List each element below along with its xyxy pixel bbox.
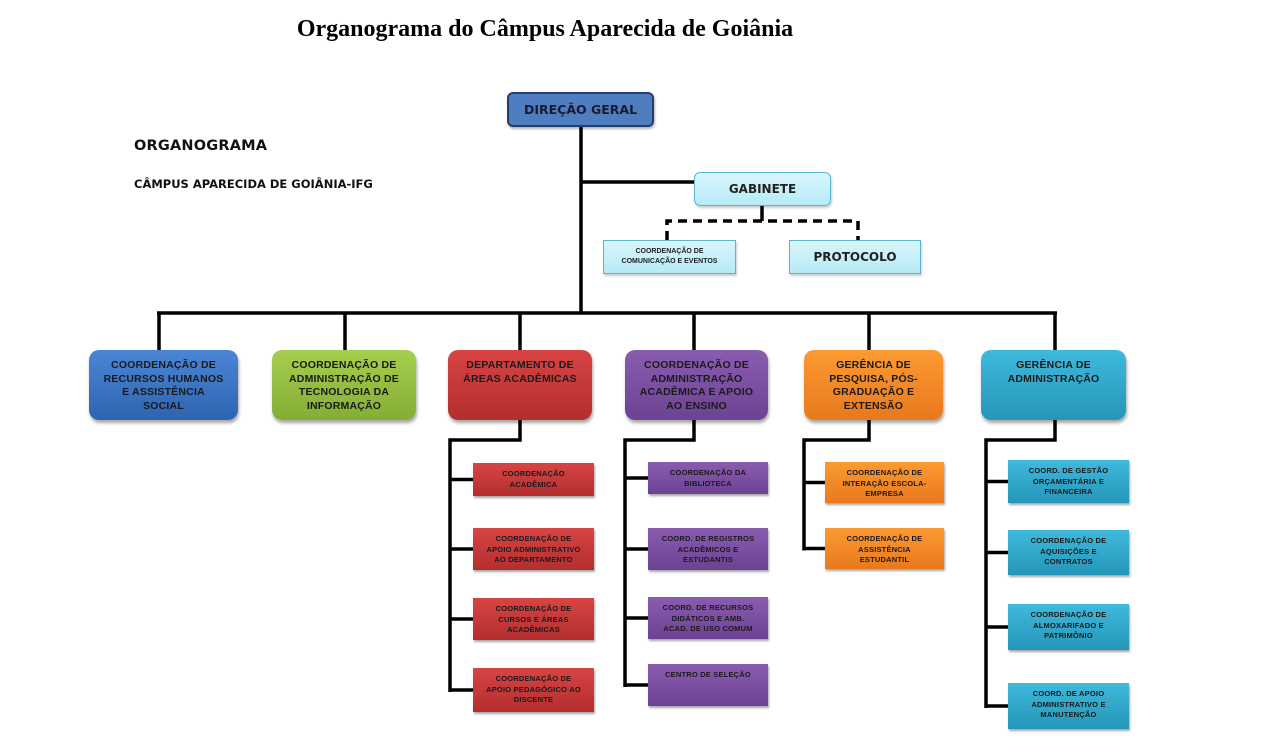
child-label-line: CENTRO DE SELEÇÃO: [665, 670, 751, 679]
child-label-line: COORDENAÇÃO DE: [846, 468, 923, 477]
child-label-line: COORDENAÇÃO DE: [495, 534, 572, 543]
child-spine-line: [623, 420, 696, 687]
child-label-line: DIDÁTICOS E AMB.: [671, 613, 745, 623]
child-spine-line: [984, 420, 1057, 708]
child-label-line: COORD. DE REGISTROS: [661, 534, 755, 543]
child-label-line: FINANCEIRA: [1044, 487, 1093, 496]
child-label-line: ESTUDANTIL: [859, 555, 910, 564]
child-label-line: BIBLIOTECA: [684, 478, 732, 488]
coord-comunicacao-box[interactable]: COORDENAÇÃO DE COMUNICAÇÃO E EVENTOS: [603, 240, 736, 274]
unit-label-line: PESQUISA, PÓS-: [829, 372, 918, 385]
unit-label-line: ADMINISTRAÇÃO: [1007, 372, 1100, 385]
child-box-administracao-academica[interactable]: CENTRO DE SELEÇÃO: [648, 664, 768, 706]
child-label-line: ACAD. DE USO COMUM: [663, 624, 753, 633]
unit-label-line: AO ENSINO: [666, 399, 727, 412]
child-label-line: ACADÊMICAS: [507, 625, 560, 634]
child-label-line: ORÇAMENTÁRIA E: [1032, 476, 1105, 486]
child-label-line: COORDENAÇÃO DA: [669, 468, 747, 477]
child-label-line: COORD. DE APOIO: [1032, 689, 1105, 698]
direcao-geral-box[interactable]: DIREÇÃO GERAL: [507, 92, 654, 127]
child-label-line: COORDENAÇÃO DE: [1030, 536, 1107, 545]
child-label-line: COORDENAÇÃO DE: [1030, 610, 1107, 619]
child-label-line: ESTUDANTIS: [683, 555, 733, 564]
gabinete-box[interactable]: GABINETE: [694, 172, 831, 206]
unit-label-line: EXTENSÃO: [843, 399, 904, 412]
unit-label-line: RECURSOS HUMANOS: [103, 372, 224, 385]
unit-label-line: INFORMAÇÃO: [306, 399, 382, 412]
child-label-line: COORDENAÇÃO DE: [495, 604, 572, 613]
child-label-line: AQUISIÇÕES E: [1040, 546, 1097, 556]
coord-comunicacao-line: COMUNICAÇÃO E EVENTOS: [621, 258, 718, 265]
child-spine-line: [802, 420, 871, 551]
unit-label-line: COORDENAÇÃO DE: [644, 359, 749, 371]
child-label-line: EMPRESA: [865, 489, 904, 498]
child-label-line: MANUTENÇÃO: [1040, 710, 1097, 719]
child-label-line: ADMINISTRATIVO E: [1031, 699, 1106, 709]
child-label-line: COORDENAÇÃO DE: [846, 534, 923, 543]
child-label-line: COORDENAÇÃO DE: [495, 674, 572, 683]
campus-heading: CÂMPUS APARECIDA DE GOIÂNIA-IFG: [134, 177, 373, 191]
unit-label-line: DEPARTAMENTO DE: [466, 359, 574, 371]
unit-label-line: TECNOLOGIA DA: [298, 386, 390, 398]
unit-label-line: COORDENAÇÃO DE: [291, 359, 397, 371]
child-label-line: ACADÊMICOS E: [677, 544, 739, 554]
unit-label-line: SOCIAL: [143, 399, 184, 412]
child-label-line: DISCENTE: [513, 695, 554, 704]
coord-comunicacao-line: COORDENAÇÃO DE: [635, 248, 704, 255]
child-label-line: INTERAÇÃO ESCOLA-: [842, 478, 927, 488]
child-label-line: COORD. DE RECURSOS: [662, 603, 754, 612]
child-label-line: AO DEPARTAMENTO: [494, 555, 573, 564]
unit-label-line: ADMINISTRAÇÃO DE: [289, 372, 399, 385]
unit-label-line: GRADUAÇÃO E: [832, 386, 915, 398]
protocolo-label: PROTOCOLO: [813, 250, 897, 264]
page-title: Organograma do Câmpus Aparecida de Goiân…: [296, 16, 794, 42]
child-label-line: CONTRATOS: [1044, 557, 1093, 566]
child-label-line: COORDENAÇÃO: [502, 469, 565, 478]
organogram-heading: ORGANOGRAMA: [134, 138, 268, 154]
direcao-geral-label: DIREÇÃO GERAL: [523, 102, 638, 117]
child-label-line: COORD. DE GESTÃO: [1028, 466, 1109, 475]
unit-label-line: GERÊNCIA DE: [1016, 359, 1091, 371]
child-label-line: ACADÊMICA: [509, 479, 558, 489]
gabinete-label: GABINETE: [728, 182, 797, 196]
unit-label-line: ACADÊMICA E APOIO: [639, 386, 754, 398]
child-label-line: PATRIMÔNIO: [1044, 631, 1093, 640]
protocolo-box[interactable]: PROTOCOLO: [789, 240, 921, 274]
child-label-line: APOIO ADMINISTRATIVO: [486, 544, 581, 554]
unit-label-line: GERÊNCIA DE: [836, 359, 911, 371]
unit-label-line: ADMINISTRAÇÃO: [650, 372, 743, 385]
child-spine-line: [448, 420, 522, 692]
child-label-line: APOIO PEDAGÓGICO AO: [486, 684, 581, 694]
unit-label-line: E ASSISTÊNCIA: [122, 386, 205, 398]
gabinete-dashed-line: [665, 219, 860, 240]
unit-label-line: ÁREAS ACADÊMICAS: [463, 372, 577, 385]
unit-label-line: COORDENAÇÃO DE: [111, 359, 216, 371]
child-label-line: CURSOS E ÁREAS: [498, 614, 569, 624]
child-label-line: ALMOXARIFADO E: [1033, 620, 1104, 630]
child-label-line: ASSISTÊNCIA: [858, 544, 911, 554]
